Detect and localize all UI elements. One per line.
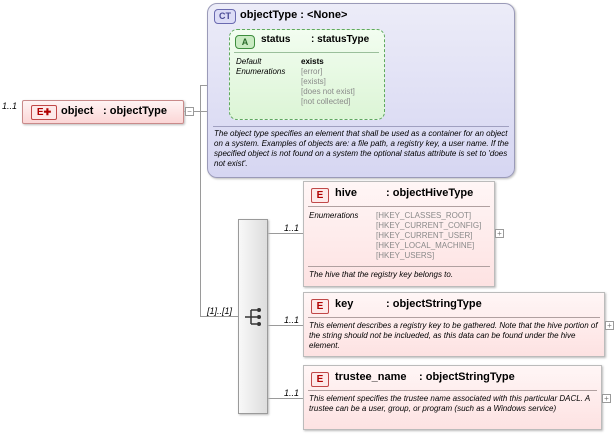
element-divider <box>308 206 490 207</box>
element-icon: E <box>311 372 329 387</box>
enum-item: [HKEY_LOCAL_MACHINE] <box>376 241 475 250</box>
element-divider <box>308 266 490 267</box>
enumerations-label: Enumerations <box>236 67 286 76</box>
ct-connector <box>200 85 208 86</box>
element-name: key <box>335 298 354 310</box>
element-icon: E <box>311 188 329 203</box>
default-label: Default <box>236 57 262 66</box>
element-name: trustee_name <box>335 371 407 383</box>
element-divider <box>308 390 597 391</box>
vertical-connector <box>200 85 201 316</box>
element-description: This element describes a registry key to… <box>309 321 598 350</box>
attribute-icon: A <box>235 35 255 49</box>
attribute-status[interactable]: A status : statusType Default exists Enu… <box>229 29 385 120</box>
collapse-toggle-icon[interactable]: − <box>185 107 194 116</box>
root-element-type: : objectType <box>103 105 167 117</box>
complex-type-objecttype: CT objectType : <None> A status : status… <box>207 3 515 178</box>
root-element-name: object <box>61 105 94 117</box>
element-name: hive <box>335 187 358 199</box>
seq-connector <box>200 316 238 317</box>
enum-list: [HKEY_CLASSES_ROOT] [HKEY_CURRENT_CONFIG… <box>376 211 481 261</box>
expand-toggle-icon[interactable]: + <box>605 321 614 330</box>
root-element-object[interactable]: E✚ object : objectType <box>22 100 184 124</box>
sequence-occurrence: [1]..[1] <box>207 306 233 316</box>
element-icon: E <box>311 299 329 314</box>
enum-item: [HKEY_USERS] <box>376 251 435 260</box>
enumerations-label: Enumerations <box>309 211 359 220</box>
element-hive[interactable]: E hive : objectHiveType Enumerations [HK… <box>303 181 495 287</box>
element-icon: E✚ <box>31 105 57 120</box>
hive-connector <box>266 233 303 234</box>
trustee-occurrence: 1..1 <box>284 388 300 398</box>
root-occurrence: 1..1 <box>2 101 18 111</box>
enum-item: [HKEY_CURRENT_CONFIG] <box>376 221 482 230</box>
element-divider <box>308 317 600 318</box>
key-occurrence: 1..1 <box>284 315 300 325</box>
expand-toggle-icon[interactable]: + <box>495 229 504 238</box>
sequence-compositor[interactable] <box>238 219 268 414</box>
enum-item: [not collected] <box>301 97 351 106</box>
complex-type-title: objectType : <None> <box>240 9 348 21</box>
enum-item: [HKEY_CURRENT_USER] <box>376 231 473 240</box>
enum-item: [HKEY_CLASSES_ROOT] <box>376 211 472 220</box>
complex-type-description: The object type specifies an element tha… <box>214 129 509 168</box>
element-trustee-name[interactable]: E trustee_name : objectStringType This e… <box>303 365 602 430</box>
element-key[interactable]: E key : objectStringType This element de… <box>303 292 605 357</box>
enum-list: [error] [exists] [does not exist] [not c… <box>301 67 355 107</box>
sequence-icon <box>245 308 261 326</box>
complex-type-icon: CT <box>214 9 236 24</box>
attribute-name: status <box>261 34 291 45</box>
trustee-connector <box>266 398 303 399</box>
element-description: The hive that the registry key belongs t… <box>309 270 454 279</box>
element-type: : objectStringType <box>419 371 515 383</box>
default-value: exists <box>301 57 324 66</box>
enum-item: [exists] <box>301 77 326 86</box>
attribute-divider <box>234 52 379 53</box>
expand-toggle-icon[interactable]: + <box>602 394 611 403</box>
element-type: : objectHiveType <box>386 187 474 199</box>
enum-item: [does not exist] <box>301 87 355 96</box>
key-connector <box>266 325 303 326</box>
enum-item: [error] <box>301 67 323 76</box>
ct-divider <box>213 126 509 127</box>
element-type: : objectStringType <box>386 298 482 310</box>
hive-occurrence: 1..1 <box>284 223 300 233</box>
attribute-type: : statusType <box>311 34 370 45</box>
root-connector <box>182 111 208 112</box>
element-description: This element specifies the trustee name … <box>309 394 590 413</box>
